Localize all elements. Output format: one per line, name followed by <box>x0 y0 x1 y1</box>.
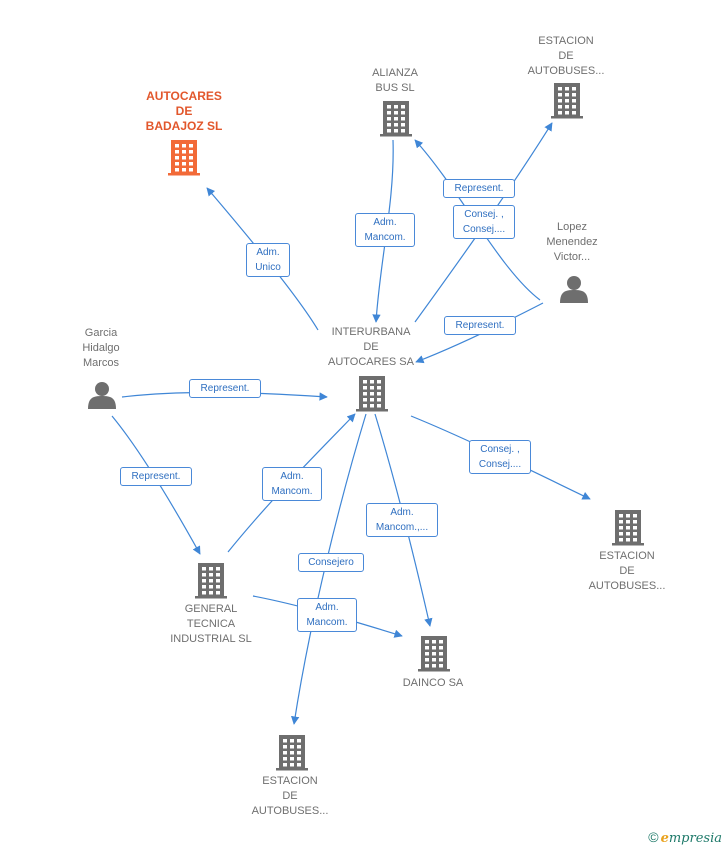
edge-label-adm-mancom-general-dainco[interactable]: Adm. Mancom. <box>297 598 357 632</box>
edge-label-represent-general[interactable]: Represent. <box>120 467 192 486</box>
brand-logo: empresia <box>661 831 722 846</box>
building-icon-alianza-bus[interactable] <box>380 101 412 137</box>
node-label-estacion-bottom[interactable]: ESTACION DE AUTOBUSES... <box>251 775 329 817</box>
node-label-autocares-badajoz[interactable]: AUTOCARES DE BADAJOZ SL <box>145 89 223 133</box>
building-icon-estacion-right[interactable] <box>612 510 644 546</box>
edge-label-adm-mancom-alianza[interactable]: Adm. Mancom. <box>355 213 415 247</box>
node-label-garcia-hidalgo[interactable]: Garcia Hidalgo Marcos <box>82 327 120 369</box>
building-icon-estacion-top[interactable] <box>551 83 583 119</box>
footer-brand: ©empresia <box>648 829 722 846</box>
node-label-general-tecnica[interactable]: GENERAL TECNICA INDUSTRIAL SL <box>170 603 252 645</box>
node-label-lopez-menendez[interactable]: Lopez Menendez Victor... <box>546 221 598 263</box>
building-icon-general-tecnica[interactable] <box>195 563 227 599</box>
edge-label-represent-alianza[interactable]: Represent. <box>443 179 515 198</box>
edge-label-consej-estacion-top[interactable]: Consej. , Consej.... <box>453 205 515 239</box>
edge-label-consejero[interactable]: Consejero <box>298 553 364 572</box>
person-icon-lopez-menendez[interactable] <box>560 276 588 303</box>
person-icon-garcia-hidalgo[interactable] <box>88 382 116 409</box>
edge-label-consej-estacion-right[interactable]: Consej. , Consej.... <box>469 440 531 474</box>
brand-logo-initial: e <box>660 831 669 846</box>
edge-label-adm-mancom-general[interactable]: Adm. Mancom. <box>262 467 322 501</box>
brand-logo-text: mpresia <box>668 831 722 846</box>
node-label-interurbana[interactable]: INTERURBANA DE AUTOCARES SA <box>328 326 414 368</box>
node-label-estacion-right[interactable]: ESTACION DE AUTOBUSES... <box>588 550 666 592</box>
icons-layer <box>88 83 644 771</box>
node-label-estacion-top[interactable]: ESTACION DE AUTOBUSES... <box>527 35 605 77</box>
edge-label-adm-mancom-dainco[interactable]: Adm. Mancom.,... <box>366 503 438 537</box>
edge-label-represent-lopez[interactable]: Represent. <box>444 316 516 335</box>
edge-label-adm-unico[interactable]: Adm. Unico <box>246 243 290 277</box>
building-icon-dainco[interactable] <box>418 636 450 672</box>
node-label-dainco[interactable]: DAINCO SA <box>402 677 464 689</box>
edge-label-represent-garcia[interactable]: Represent. <box>189 379 261 398</box>
copyright-symbol: © <box>648 829 659 845</box>
building-icon-interurbana[interactable] <box>356 376 388 412</box>
building-icon-autocares-badajoz[interactable] <box>168 140 200 176</box>
node-label-alianza-bus[interactable]: ALIANZA BUS SL <box>372 67 418 94</box>
building-icon-estacion-bottom[interactable] <box>276 735 308 771</box>
